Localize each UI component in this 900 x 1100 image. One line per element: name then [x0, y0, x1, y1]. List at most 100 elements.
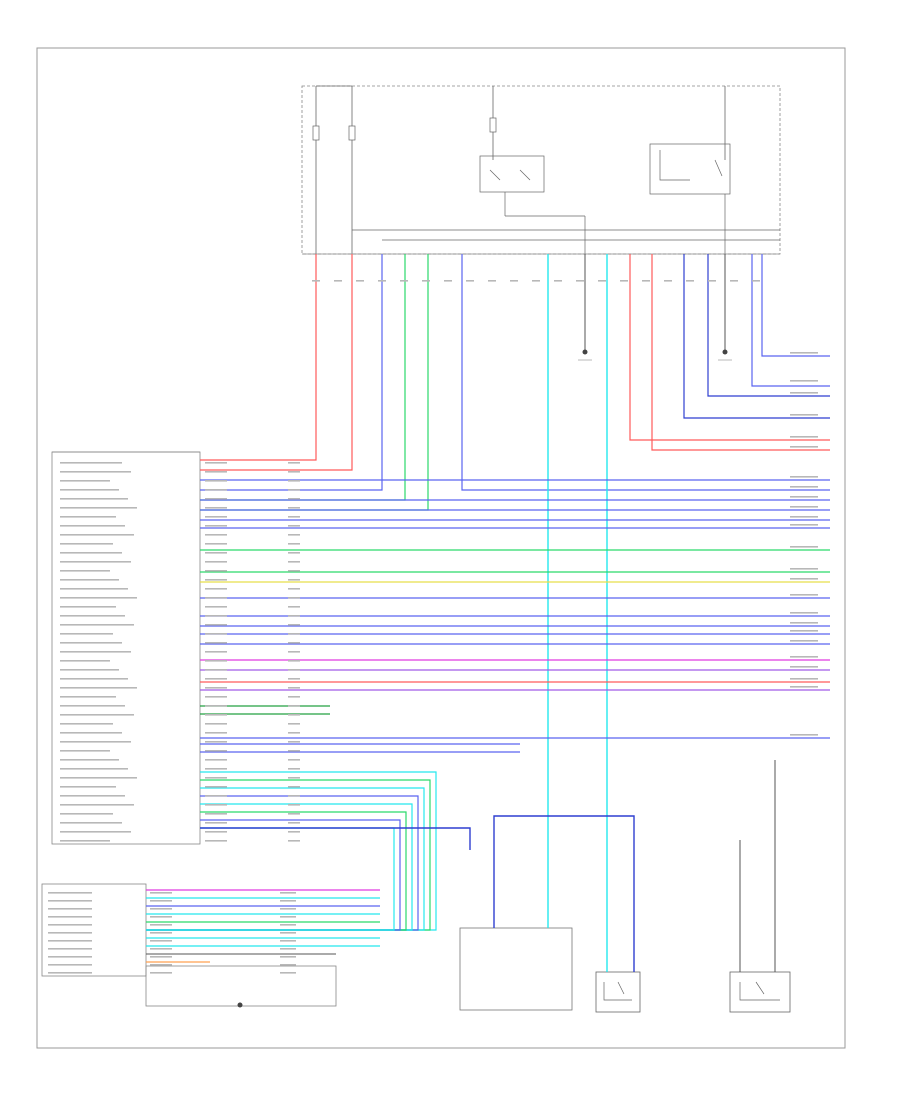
label-mark [288, 543, 300, 545]
label-mark [288, 516, 300, 518]
label-mark [288, 525, 300, 527]
label-mark [288, 840, 300, 842]
label-mark [510, 280, 518, 282]
label-mark [205, 777, 227, 779]
label-mark [60, 588, 128, 590]
label-mark [488, 280, 496, 282]
label-mark [60, 732, 122, 734]
label-mark [400, 280, 408, 282]
wire-blue [761, 254, 830, 357]
wire-red [629, 254, 830, 441]
label-mark [288, 615, 300, 617]
label-mark [60, 633, 113, 635]
label-mark [205, 561, 227, 563]
relay-icon [649, 143, 731, 195]
label-mark [205, 831, 227, 833]
wire-harness [146, 811, 407, 931]
label-mark [60, 687, 137, 689]
relay-icon [479, 155, 545, 193]
label-mark [356, 280, 364, 282]
label-mark [60, 831, 131, 833]
wire-navy [683, 254, 830, 419]
label-mark [48, 916, 92, 918]
label-mark [288, 696, 300, 698]
wire-harness [146, 795, 419, 931]
label-mark [598, 280, 606, 282]
label-mark [288, 687, 300, 689]
label-mark [150, 964, 172, 966]
label-mark [790, 486, 818, 488]
label-mark [205, 804, 227, 806]
label-mark [288, 705, 300, 707]
label-mark [288, 813, 300, 815]
label-mark [205, 507, 227, 509]
label-mark [280, 908, 296, 910]
label-mark [60, 615, 125, 617]
label-mark [150, 924, 172, 926]
label-mark [790, 516, 818, 518]
label-mark [205, 822, 227, 824]
label-mark [205, 471, 227, 473]
label-mark [205, 588, 227, 590]
label-mark [60, 750, 110, 752]
label-mark [664, 280, 672, 282]
label-mark [60, 786, 116, 788]
label-mark [554, 280, 562, 282]
label-mark [205, 678, 227, 680]
label-mark [288, 633, 300, 635]
label-mark [790, 666, 818, 668]
label-mark [790, 622, 818, 624]
label-mark [280, 932, 296, 934]
label-mark [48, 900, 92, 902]
label-mark [280, 916, 296, 918]
label-mark [752, 280, 760, 282]
ground-icon [578, 349, 592, 361]
label-mark [205, 516, 227, 518]
label-mark [288, 795, 300, 797]
label-mark [150, 916, 172, 918]
label-mark [205, 534, 227, 536]
label-mark [60, 543, 113, 545]
label-mark [60, 462, 122, 464]
label-mark [790, 436, 818, 438]
label-mark [790, 414, 818, 416]
label-mark [288, 480, 300, 482]
label-mark [288, 678, 300, 680]
label-mark [60, 651, 131, 653]
label-mark [60, 606, 116, 608]
label-mark [60, 741, 131, 743]
label-mark [60, 498, 128, 500]
label-mark [576, 280, 584, 282]
label-mark [288, 624, 300, 626]
label-mark [288, 777, 300, 779]
label-mark [790, 568, 818, 570]
label-mark [205, 552, 227, 554]
label-mark [378, 280, 386, 282]
label-mark [288, 588, 300, 590]
wire-harness [146, 803, 413, 931]
label-mark [708, 280, 716, 282]
label-mark [60, 804, 134, 806]
label-mark [280, 940, 296, 942]
label-mark [444, 280, 452, 282]
label-mark [288, 561, 300, 563]
label-mark [60, 480, 110, 482]
wire-harness [146, 827, 395, 931]
label-mark [48, 892, 92, 894]
label-mark [205, 723, 227, 725]
label-mark [790, 352, 818, 354]
label-mark [790, 506, 818, 508]
label-mark [288, 498, 300, 500]
label-mark [150, 908, 172, 910]
wire-harness [146, 779, 431, 931]
label-mark [205, 786, 227, 788]
label-mark [150, 956, 172, 958]
motor-icon [595, 971, 641, 1013]
label-mark [60, 768, 128, 770]
label-mark [205, 759, 227, 761]
label-mark [730, 280, 738, 282]
label-mark [205, 660, 227, 662]
label-mark [60, 795, 125, 797]
label-mark [288, 759, 300, 761]
label-mark [288, 489, 300, 491]
